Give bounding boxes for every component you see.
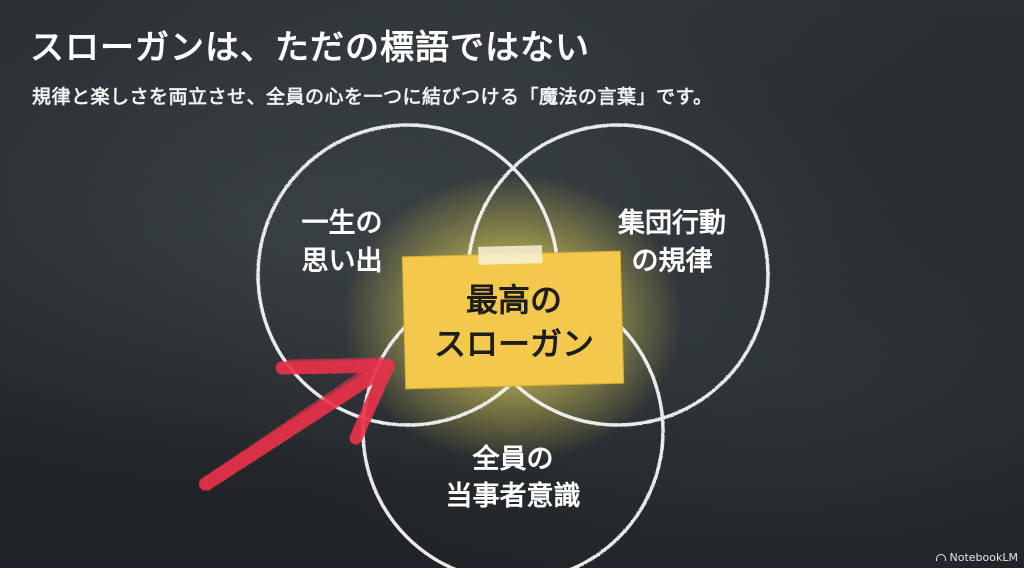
notebooklm-watermark: NotebookLM <box>935 551 1018 564</box>
notebooklm-logo-icon <box>935 554 946 561</box>
right-label-line1: 集団行動 <box>617 207 726 239</box>
right-label-line2: の規律 <box>632 246 713 277</box>
sticky-note <box>401 245 625 390</box>
red-chalk-arrow-icon <box>199 357 395 491</box>
bottom-label-line2: 当事者意識 <box>446 480 581 512</box>
left-label-line2: 思い出 <box>302 246 383 277</box>
bottom-label-line1: 全員の <box>472 443 554 475</box>
slide-subtitle: 規律と楽しさを両立させ、全員の心を一つに結びつける「魔法の言葉」です。 <box>32 86 713 108</box>
slide-title: スローガンは、ただの標語ではない <box>30 28 590 68</box>
center-label-line1: 最高の <box>466 281 562 319</box>
left-label-line1: 一生の <box>302 208 383 239</box>
center-label-line2: スローガン <box>434 325 594 363</box>
watermark-text: NotebookLM <box>949 551 1018 564</box>
tape-strip <box>478 245 543 265</box>
